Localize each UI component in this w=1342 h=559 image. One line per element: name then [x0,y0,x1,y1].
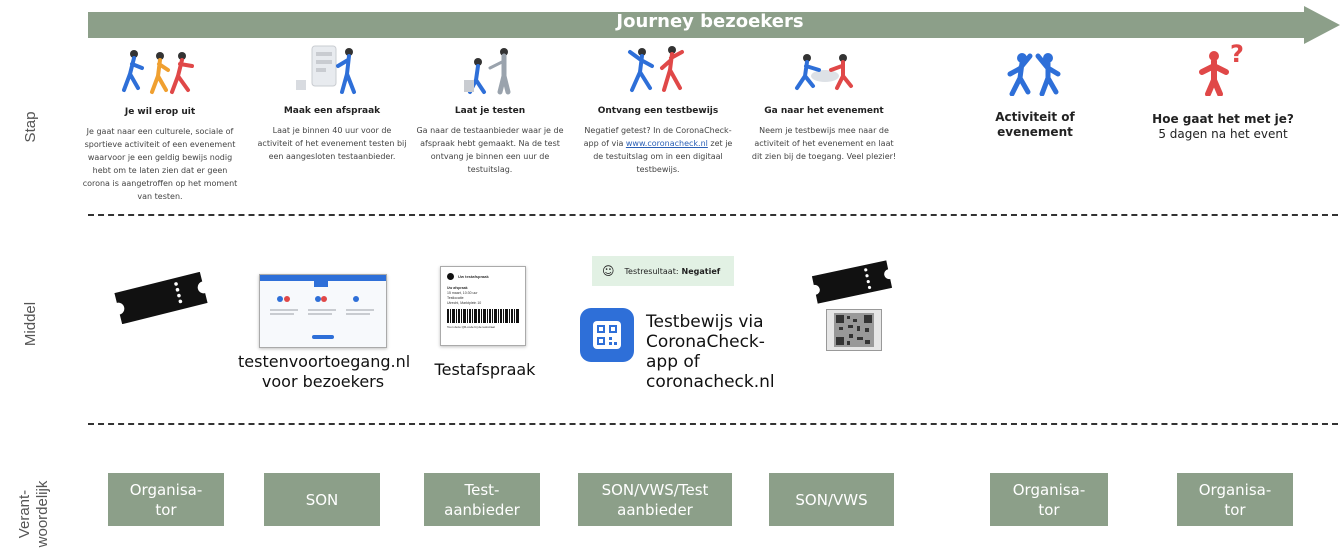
divider-bottom [88,423,1338,425]
website-preview [260,275,386,339]
step-activiteit-of-evenement: Activiteit of evenement [975,48,1095,140]
step-desc: Je gaat naar een culturele, sociale of s… [82,127,238,201]
phone-appointment-icon [296,45,356,94]
step-je-wil-erop-uit: Je wil erop uit Je gaat naar een culture… [80,48,240,203]
ticket-icon [114,272,208,324]
step-hoe-gaat-het-met-je: ? Hoe gaat het met je? 5 dagen na het ev… [1148,40,1298,142]
app-caption: Testbewijs via CoronaCheck- app of coron… [646,312,775,392]
step-title: Maak een afspraak [283,106,381,116]
smiley-icon: ☺ [602,264,615,278]
person-question-icon: ? [1199,40,1244,96]
step-title: Laat je testen [454,106,526,116]
barcode-icon [447,309,519,323]
website-screenshot [259,274,387,348]
row-label-middel: Middel [22,301,39,347]
step-desc: Negatief getest? In de CoronaCheck-app o… [583,126,733,174]
divider-top [88,214,1338,216]
coronacheck-app-icon [580,308,634,362]
responsible-box: SON/VWS/Test aanbieder [578,473,732,526]
step-desc: Ga naar de testaanbieder waar je de afsp… [416,126,564,174]
step-title: Hoe gaat het met je? [1152,112,1294,126]
row-label-verantwoordelijk: Verant- woordelijk [16,480,51,548]
testresultaat-badge: ☺ Testresultaat: Negatief [592,256,734,286]
step-ga-naar-het-evenement: Ga naar het evenement Neem je testbewijs… [748,42,900,163]
step-title: Ontvang een testbewijs [597,106,719,116]
coronacheck-link[interactable]: www.coronacheck.nl [625,139,708,148]
step-maak-een-afspraak: Maak een afspraak Laat je binnen 40 uur … [257,42,407,163]
people-high-five-icon [1007,53,1061,96]
qr-code-icon [826,309,882,351]
responsible-box: SON [264,473,380,526]
testafspraak-document: Uw testafspraak Uw afspraak 15 maart, 10… [440,266,526,346]
step-desc: Laat je binnen 40 uur voor de activiteit… [257,126,407,161]
responsible-box: SON/VWS [769,473,894,526]
people-celebrating-icon [628,46,684,92]
step-title: Ga naar het evenement [764,106,884,116]
row-label-stap: Stap [22,111,39,143]
step-subtitle: 5 dagen na het event [1158,127,1288,141]
journey-arrow [88,6,1340,44]
responsible-box: Organisa- tor [1177,473,1293,526]
responsible-box: Test- aanbieder [424,473,540,526]
responsible-box: Organisa- tor [108,473,224,526]
responsible-box: Organisa- tor [990,473,1108,526]
step-desc: Neem je testbewijs mee naar de activitei… [751,126,897,161]
people-event-icon [795,54,853,90]
test-doctor-icon [464,48,511,95]
website-caption: testenvoortoegang.nl voor bezoekers [238,352,411,391]
step-laat-je-testen: Laat je testen Ga naar de testaanbieder … [414,42,566,176]
svg-text:?: ? [1230,40,1244,68]
testafspraak-caption: Testafspraak [434,360,536,379]
step-title: Je wil erop uit [124,107,196,117]
logo-dot-icon [447,273,454,280]
people-walking-icon [122,50,194,94]
step-ontvang-een-testbewijs: Ontvang een testbewijs Negatief getest? … [582,42,734,176]
journey-title: Journey bezoekers [616,11,804,32]
ticket-icon [811,260,893,304]
step-title: Activiteit of evenement [995,110,1075,139]
